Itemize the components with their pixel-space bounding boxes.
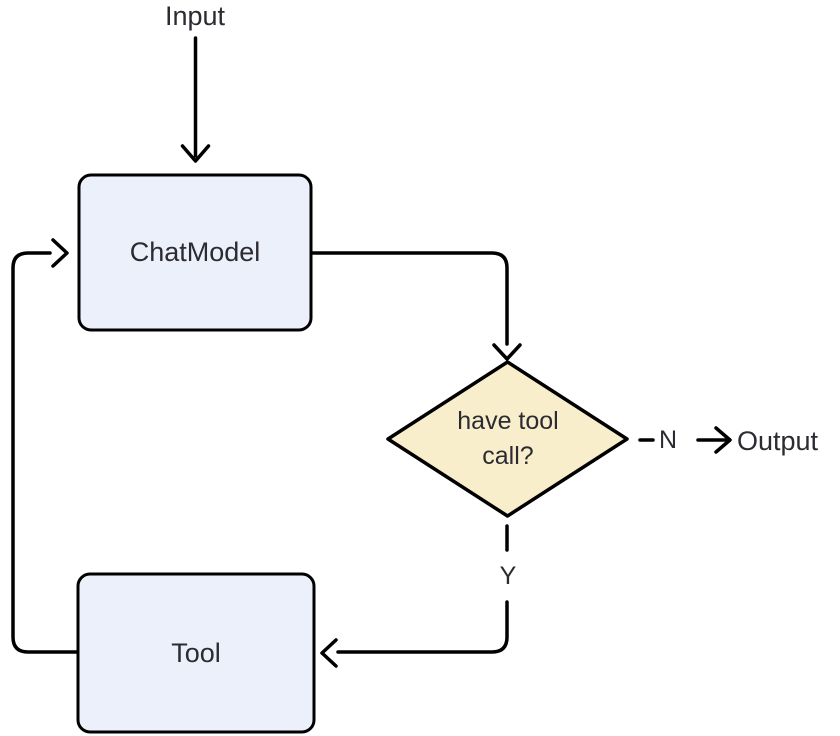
node-label-chatmodel: ChatModel: [129, 237, 261, 267]
node-label-output: Output: [737, 426, 819, 456]
edge-chatmodel-to-decision: [311, 251, 522, 361]
node-label-input: Input: [164, 1, 226, 31]
edge-input-to-chatmodel: [180, 36, 211, 163]
arrowhead-right-icon: [51, 238, 69, 268]
arrowhead-right-icon: [714, 426, 732, 454]
decision-node-shape: [386, 360, 629, 518]
edge-label-y: Y: [499, 561, 517, 590]
chatmodel-node-shape: [77, 173, 313, 332]
edge-tool-to-chatmodel: [11, 238, 79, 654]
edge-line: [11, 251, 79, 654]
tool-node-shape: [76, 572, 316, 734]
arrowhead-down-icon: [492, 343, 522, 361]
edge-line: [336, 600, 509, 654]
edge-decision-to-tool: [320, 524, 509, 668]
node-label-decision: have tool call?: [457, 407, 559, 470]
edge-decision-to-output: [638, 426, 732, 454]
node-label-tool: Tool: [171, 637, 221, 668]
edge-line: [311, 251, 509, 346]
edge-label-n: N: [658, 425, 678, 454]
arrowhead-left-icon: [320, 638, 338, 668]
arrowhead-down-icon: [180, 144, 211, 163]
